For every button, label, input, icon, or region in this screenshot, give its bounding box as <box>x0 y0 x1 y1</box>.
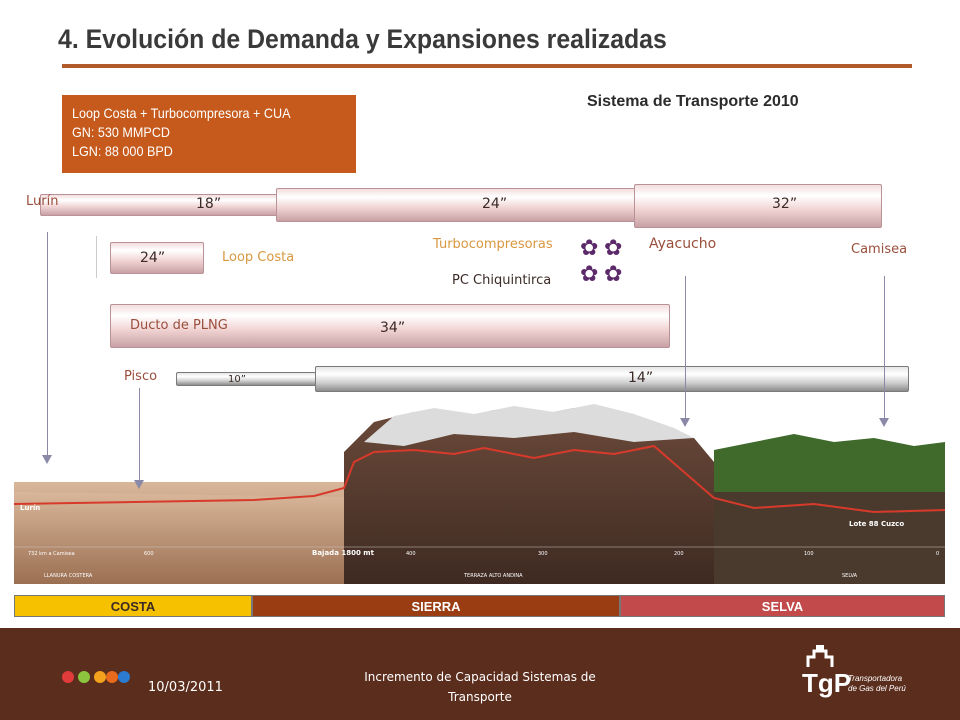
infobox-line-1: Loop Costa + Turbocompresora + CUA <box>72 105 291 121</box>
lurin-label: Lurín <box>26 194 59 209</box>
region-sierra: SIERRA <box>252 595 620 617</box>
main-pipe-segment-24 <box>276 188 638 222</box>
main-pipe-segment-32 <box>634 184 882 228</box>
tgp-logo-subtitle-line-2: de Gas del Perú <box>848 684 906 693</box>
ngl-diameter-14: 14” <box>628 370 654 386</box>
terrain-left-label: Lurín <box>20 504 40 512</box>
arrow-down-icon <box>42 455 52 464</box>
footer-caption-line-2: Transporte <box>448 690 512 704</box>
zone-label: TERRAZA ALTO ANDINA <box>463 573 523 579</box>
pisco-label: Pisco <box>124 369 158 384</box>
ayacucho-arrow <box>685 276 686 420</box>
scale-tick-label: 600 <box>144 551 154 557</box>
footer-caption: Incremento de Capacidad Sistemas de Tran… <box>320 667 640 707</box>
brand-dot-icon <box>94 671 106 683</box>
camisea-arrow <box>884 276 885 420</box>
compressor-gear-icon: ✿ <box>604 261 623 286</box>
pisco-arrow <box>139 388 140 482</box>
pc-chiquintirca-label: PC Chiquintirca <box>452 273 552 288</box>
scale-tick-label: 0 <box>936 551 939 557</box>
page-title: 4. Evolución de Demanda y Expansiones re… <box>58 24 667 54</box>
ngl-pipe-segment-10 <box>176 372 318 386</box>
brand-dot-icon <box>78 671 90 683</box>
lurin-arrow <box>47 232 48 456</box>
main-pipe-segment-18 <box>40 194 280 216</box>
infobox-line-3: LGN: 88 000 BPD <box>72 143 173 159</box>
tgp-logo-subtitle: Transportadora de Gas del Perú <box>848 674 906 694</box>
main-diameter-24: 24” <box>482 196 508 212</box>
plng-diameter: 34” <box>380 320 406 336</box>
tgp-logo-text: TgP <box>802 668 852 698</box>
arrow-down-icon <box>879 418 889 427</box>
capacity-infobox: Loop Costa + Turbocompresora + CUA GN: 5… <box>62 95 356 173</box>
loop-marker <box>96 236 97 278</box>
infobox-line-2: GN: 530 MMPCD <box>72 124 171 140</box>
scale-tick-label: Bajada 1800 mt <box>312 549 375 557</box>
system-subtitle: Sistema de Transporte 2010 <box>587 93 799 110</box>
ngl-diameter-10: 10” <box>228 374 246 385</box>
brand-dot-icon <box>62 671 74 683</box>
ngl-pipe-segment-14 <box>315 366 909 392</box>
scale-tick-label: 200 <box>674 551 684 557</box>
plng-pipe <box>110 304 670 348</box>
scale-tick-label: 400 <box>406 551 416 557</box>
arrow-down-icon <box>680 418 690 427</box>
title-divider <box>62 64 912 68</box>
region-costa: COSTA <box>14 595 252 617</box>
loop-costa-label: Loop Costa <box>222 250 295 265</box>
compressor-gear-icon: ✿ <box>604 235 623 260</box>
brand-dot-icon <box>106 671 118 683</box>
main-diameter-32: 32” <box>772 196 798 212</box>
zone-label: LLANURA COSTERA <box>44 573 93 579</box>
scale-tick-label: 300 <box>538 551 548 557</box>
terrain-right-label: Lote 88 Cuzco <box>849 520 904 528</box>
turbocompresoras-label: Turbocompresoras <box>433 237 553 252</box>
main-diameter-18: 18” <box>196 196 222 212</box>
footer-caption-line-1: Incremento de Capacidad Sistemas de <box>364 670 596 684</box>
region-selva: SELVA <box>620 595 945 617</box>
compressor-gear-icon: ✿ <box>580 261 599 286</box>
zone-label: SELVA <box>842 573 858 579</box>
tgp-logo-subtitle-line-1: Transportadora <box>848 674 903 683</box>
ayacucho-label: Ayacucho <box>649 236 717 252</box>
scale-tick-label: 732 km a Camisea <box>28 551 75 557</box>
loop-diameter: 24” <box>140 250 166 266</box>
terrain-profile: Lurín Lote 88 Cuzco 732 km a Camisea 600… <box>14 402 945 584</box>
loop-costa-pipe <box>110 242 204 274</box>
arrow-down-icon <box>134 480 144 489</box>
footer-date: 10/03/2011 <box>148 680 223 695</box>
footer <box>0 628 960 720</box>
plng-label: Ducto de PLNG <box>130 318 228 333</box>
tgp-logo-icon <box>800 645 840 709</box>
region-bar: COSTA SIERRA SELVA <box>14 595 945 617</box>
camisea-label: Camisea <box>851 242 908 257</box>
compressor-gear-icon: ✿ <box>580 235 599 260</box>
scale-tick-label: 100 <box>804 551 814 557</box>
brand-dot-icon <box>118 671 130 683</box>
